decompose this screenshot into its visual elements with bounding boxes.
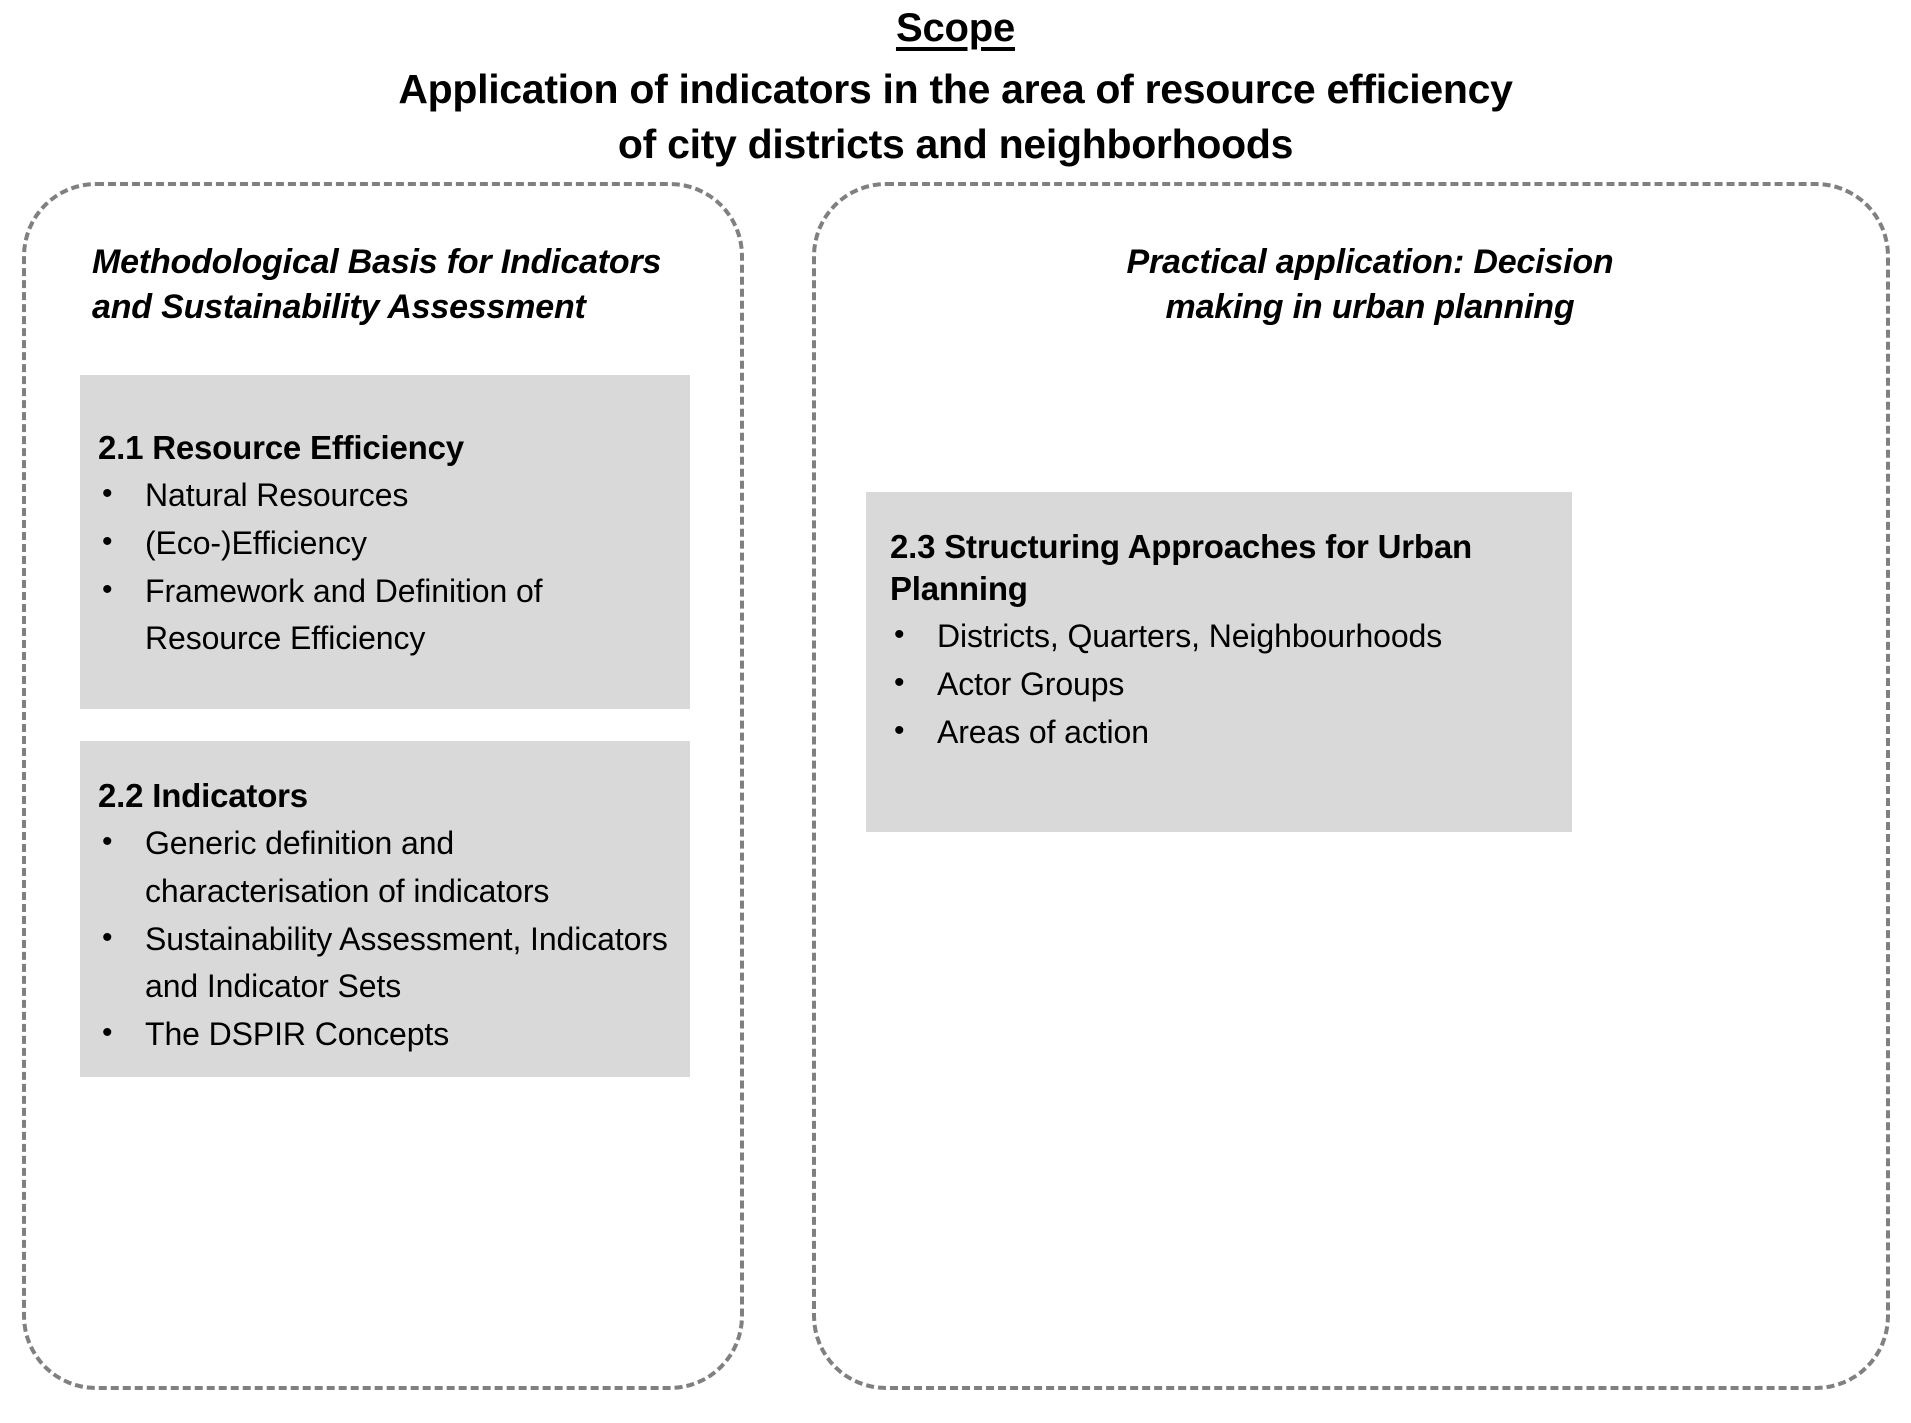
box-2-1-title: 2.1 Resource Efficiency	[98, 429, 464, 466]
box-2-3-list: Districts, Quarters, Neighbourhoods Acto…	[866, 610, 1572, 756]
page-title: Scope	[895, 6, 1016, 50]
page-subtitle-line-2: of city districts and neighborhoods	[617, 120, 1294, 167]
content-box-2-1: 2.1 Resource Efficiency Natural Resource…	[80, 375, 690, 709]
list-item: Actor Groups	[890, 661, 1558, 709]
panel-practical-application-heading: Practical application: Decision making i…	[880, 240, 1860, 330]
list-item: Natural Resources	[98, 472, 676, 520]
title-block: Scope Application of indicators in the a…	[0, 0, 1911, 171]
content-box-2-2: 2.2 Indicators Generic definition and ch…	[80, 741, 690, 1077]
box-2-2-list: Generic definition and characterisation …	[80, 817, 690, 1058]
box-2-2-title: 2.2 Indicators	[98, 777, 308, 814]
page-subtitle-line-1: Application of indicators in the area of…	[398, 66, 1513, 112]
panel-practical-application	[812, 182, 1890, 1390]
list-item: Sustainability Assessment, Indicators an…	[98, 916, 676, 1011]
page-subtitle: Application of indicators in the area of…	[0, 62, 1911, 171]
list-item: Generic definition and characterisation …	[98, 820, 676, 915]
panel-left-heading-line-2: and Sustainability Assessment	[92, 287, 586, 326]
list-item: (Eco-)Efficiency	[98, 520, 676, 568]
list-item: The DSPIR Concepts	[98, 1011, 676, 1059]
panel-methodological-basis-heading: Methodological Basis for Indicators and …	[92, 240, 712, 330]
panel-left-heading-line-1: Methodological Basis for Indicators	[92, 243, 662, 281]
panel-methodological-basis	[22, 182, 744, 1390]
box-2-3-title: 2.3 Structuring Approaches for Urban Pla…	[890, 528, 1472, 608]
list-item: Areas of action	[890, 709, 1558, 757]
list-item: Framework and Definition of Resource Eff…	[98, 568, 676, 663]
list-item: Districts, Quarters, Neighbourhoods	[890, 613, 1558, 661]
panel-right-heading-line-2: making in urban planning	[1165, 287, 1575, 326]
box-2-1-list: Natural Resources (Eco-)Efficiency Frame…	[80, 469, 690, 663]
panel-right-heading-line-1: Practical application: Decision	[1126, 243, 1614, 281]
content-box-2-3: 2.3 Structuring Approaches for Urban Pla…	[866, 492, 1572, 832]
